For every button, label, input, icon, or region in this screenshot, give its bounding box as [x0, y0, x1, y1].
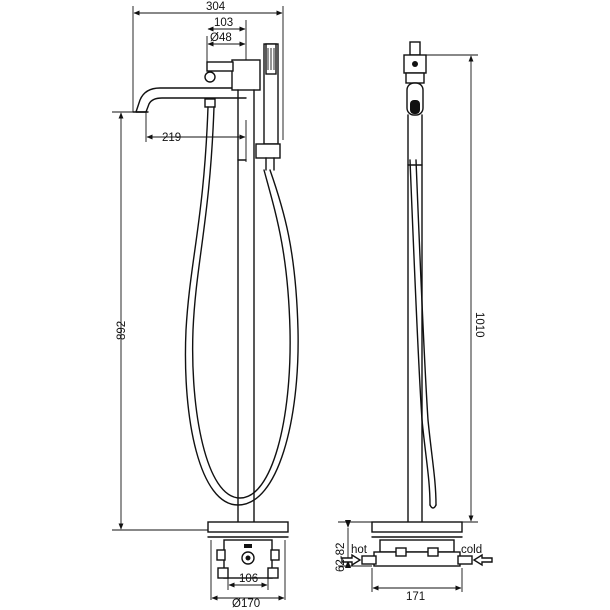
label-reach: 219 [162, 132, 181, 144]
label-spout-offset: 103 [214, 17, 233, 29]
label-base-inner: 106 [239, 573, 258, 585]
front-view: 304 103 Ø48 219 892 106 Ø170 [112, 1, 299, 610]
label-diameter-top: Ø48 [210, 32, 232, 44]
install-body [216, 539, 280, 579]
side-handle [409, 41, 421, 56]
label-cold: cold [461, 544, 482, 556]
shower-hose [184, 106, 299, 506]
label-side-base-width: 171 [406, 591, 425, 603]
cold-arrow-icon [472, 553, 493, 567]
label-total-height: 1010 [473, 312, 485, 338]
mixer-body [204, 59, 261, 108]
hot-arrow-icon [341, 553, 362, 567]
side-install-top [379, 539, 455, 553]
side-install-body [373, 551, 461, 567]
side-base-cover [371, 521, 463, 533]
diverter-knob [204, 71, 216, 83]
side-extension-lines [338, 54, 478, 592]
cold-inlet-marker: cold [461, 544, 493, 567]
hose-connector [204, 98, 216, 108]
shower-holder [255, 143, 281, 159]
side-hose [409, 159, 437, 509]
label-install-depth: 62-82 [335, 543, 347, 572]
hot-inlet-marker: hot [341, 544, 368, 567]
label-spout-height: 892 [116, 321, 128, 340]
label-base-diameter: Ø170 [232, 598, 260, 610]
handle-lever [206, 61, 234, 72]
label-hot: hot [351, 544, 368, 556]
spout [132, 87, 247, 113]
side-view: hot cold 1010 62-82 171 [335, 41, 493, 603]
hand-shower [255, 43, 281, 171]
side-mixer [403, 41, 427, 116]
extension-lines [112, 6, 286, 600]
main-column [237, 89, 255, 523]
dimension-lines [118, 10, 285, 601]
label-total-width: 304 [206, 1, 226, 13]
mixer-cartridge [231, 59, 261, 91]
base-plate [207, 521, 289, 538]
side-base [361, 521, 473, 567]
base-cover [207, 521, 289, 533]
